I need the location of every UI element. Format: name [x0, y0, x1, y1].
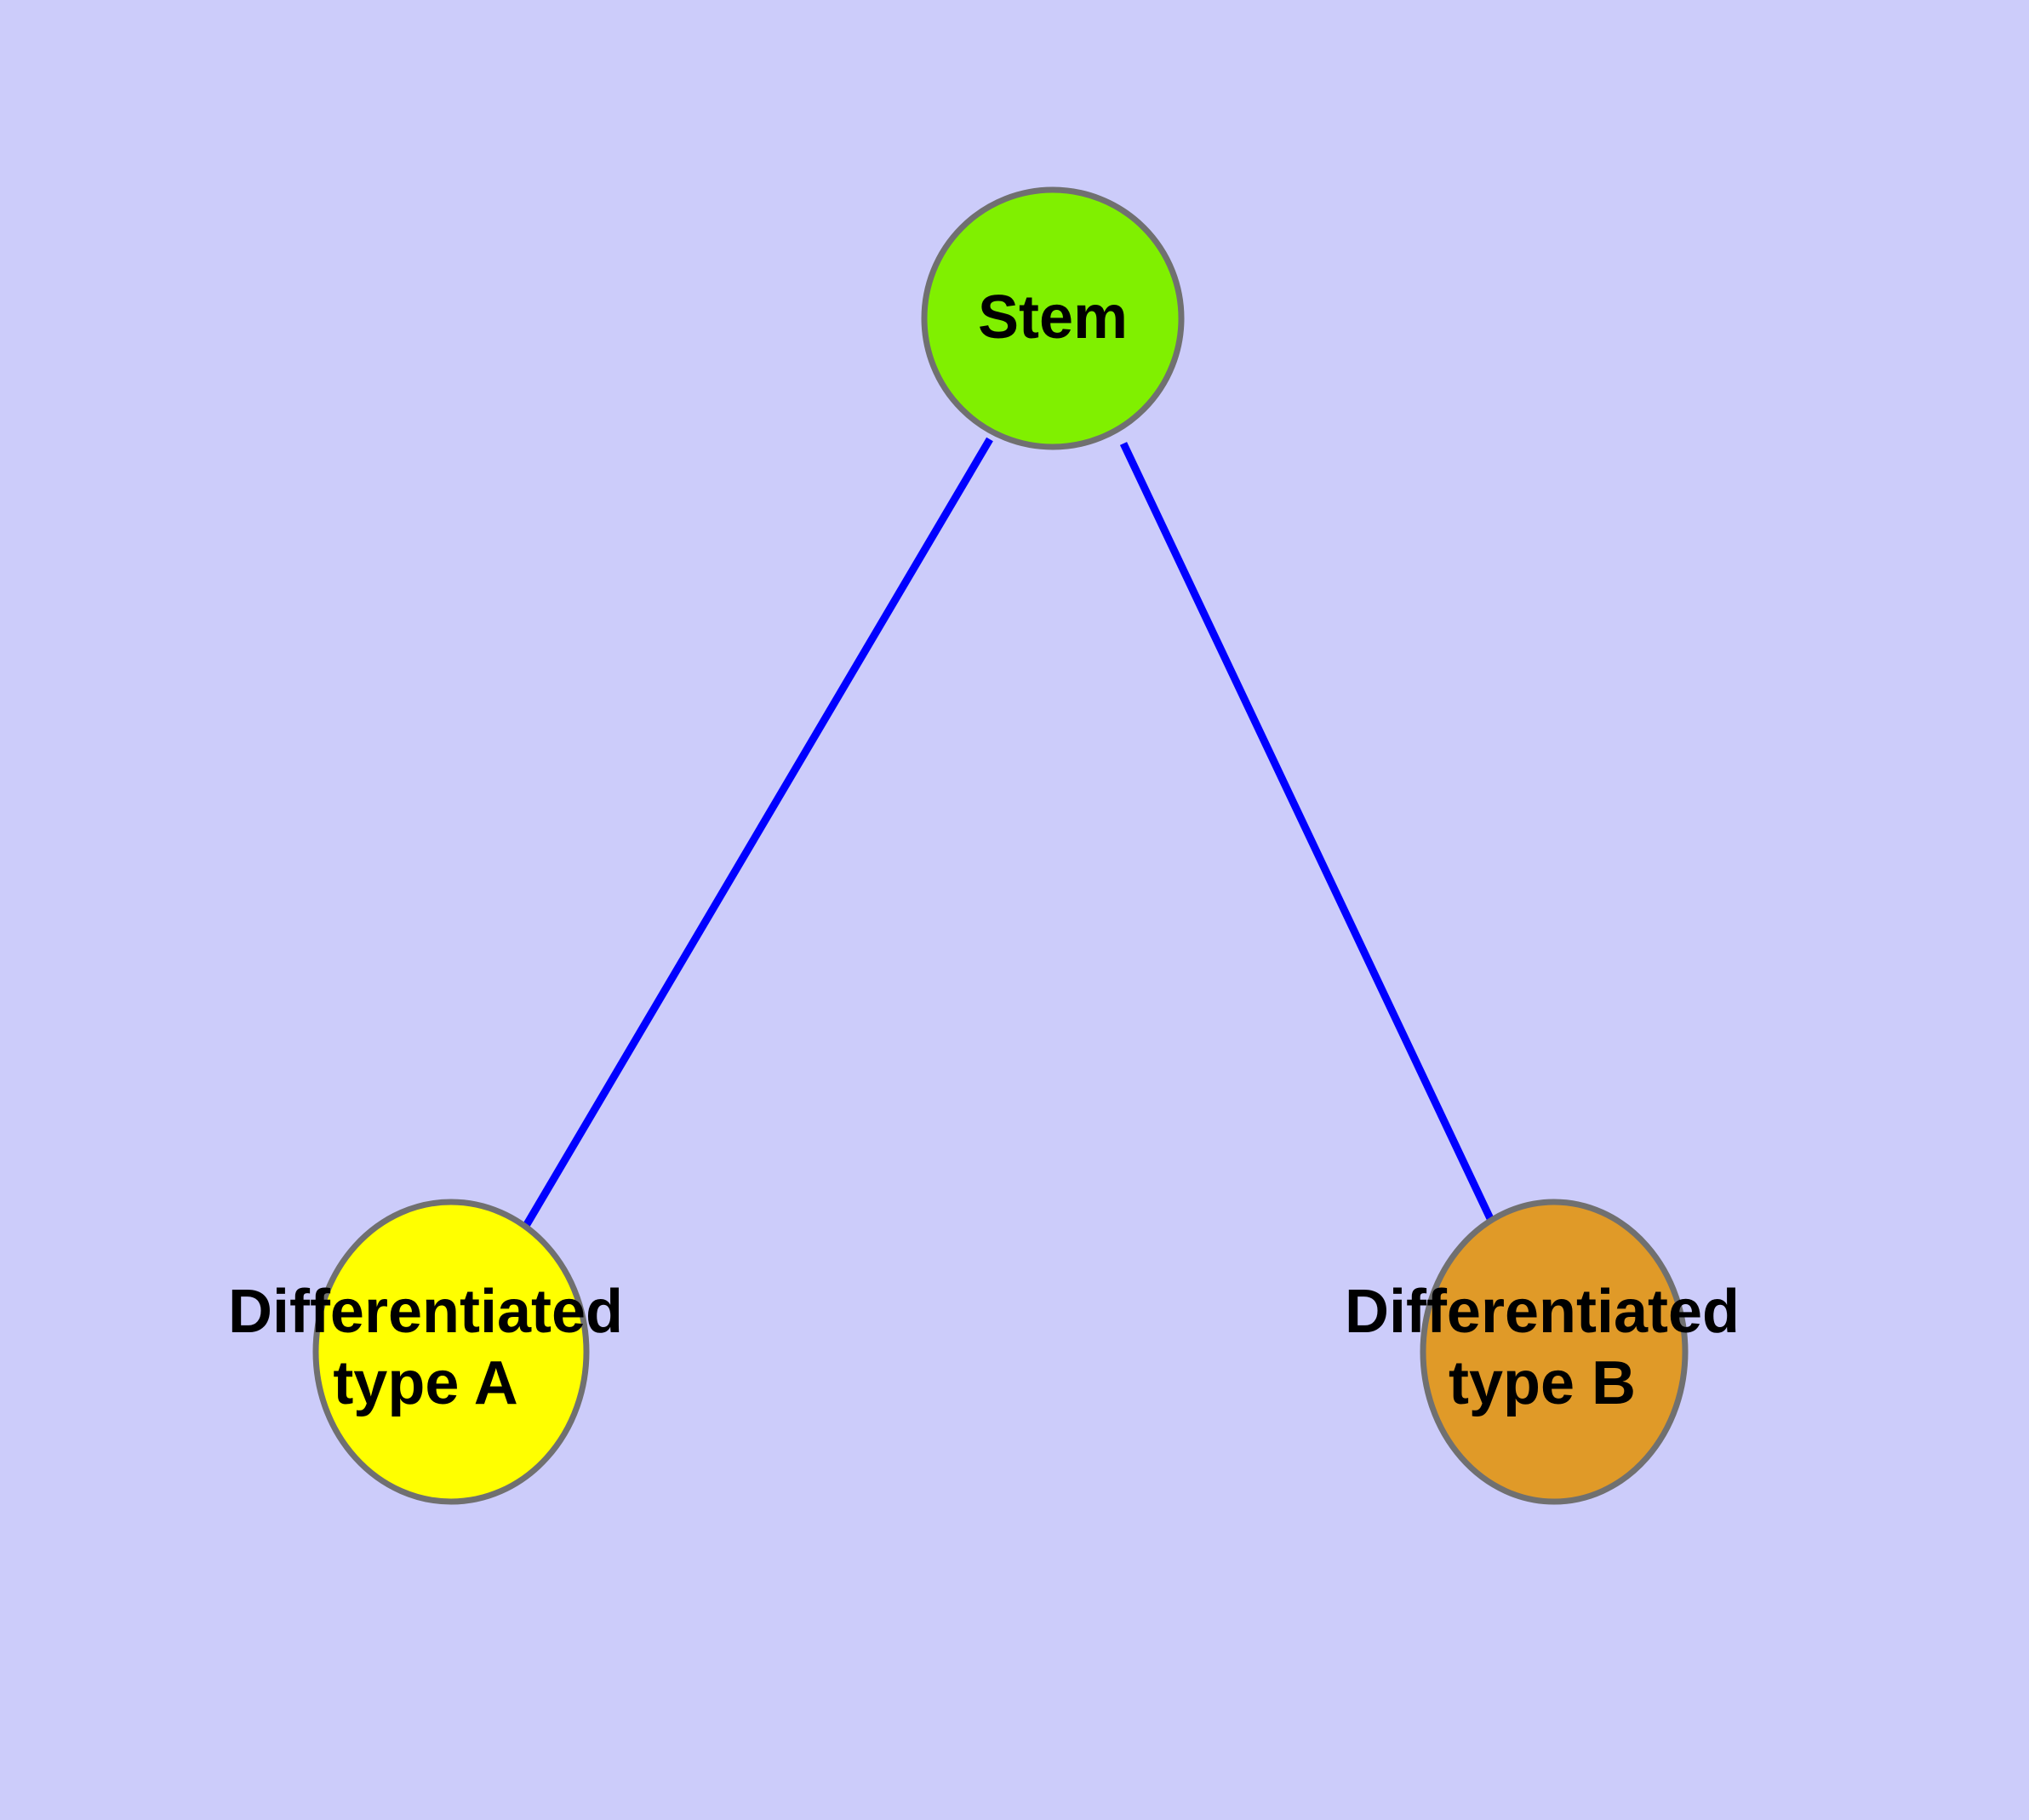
node-label-line: Differentiated — [1345, 1278, 1740, 1346]
edge-stem-diff-b — [1119, 442, 1498, 1228]
node-shape-diff_b[interactable] — [1420, 1199, 1689, 1505]
node-shape-stem[interactable] — [921, 186, 1185, 450]
node-label-line: Stem — [978, 283, 1128, 352]
node-shape-diff_a[interactable] — [312, 1199, 590, 1505]
node-label-line: Differentiated — [228, 1278, 623, 1346]
node-label-line: type B — [1449, 1349, 1636, 1417]
edge-stem-diff-a — [523, 437, 993, 1228]
node-label-stem: Stem — [978, 283, 1128, 352]
node-stem[interactable]: Stem — [921, 186, 1185, 450]
node-label-line: type A — [333, 1349, 517, 1417]
edges-layer — [523, 437, 1498, 1228]
